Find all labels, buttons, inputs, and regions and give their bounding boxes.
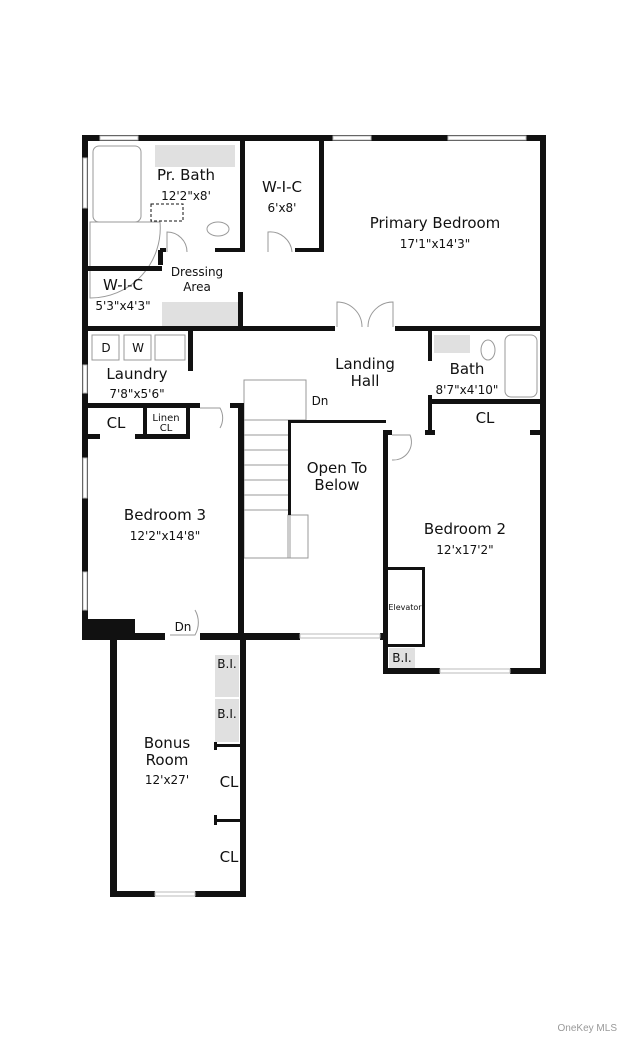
bedroom2-size: 12'x17'2" — [436, 543, 493, 557]
dryer-label: D — [101, 341, 110, 355]
bath-size: 8'7"x4'10" — [436, 383, 499, 397]
bi-2-label: B.I. — [217, 707, 236, 721]
bonus-room-size: 12'x27' — [145, 773, 189, 787]
pr-bath-size: 12'2"x8' — [161, 189, 211, 203]
corner-shower — [89, 221, 161, 299]
laundry-size: 7'8"x5'6" — [109, 387, 164, 401]
stair-landing-top — [243, 379, 307, 421]
bathtub — [92, 145, 142, 223]
wic-top-size: 6'x8' — [268, 201, 297, 215]
dryer — [91, 334, 120, 361]
toilet-icon — [206, 221, 230, 237]
wic-top-label: W-I-C — [262, 178, 302, 196]
walls — [82, 135, 546, 897]
cl-bonus1-label: CL — [220, 773, 239, 791]
bedroom3-label: Bedroom 3 — [124, 506, 206, 524]
dressing-area-label-2: Area — [183, 280, 211, 294]
open-to-below-label-1: Open To — [307, 459, 368, 477]
bi-bedroom2-label: B.I. — [392, 651, 411, 665]
pr-bath-label: Pr. Bath — [157, 166, 215, 184]
stairs-dn-label: Dn — [312, 394, 329, 408]
toilet-icon-bath — [480, 339, 496, 361]
wic-small-label: W-I-C — [103, 276, 143, 294]
primary-bedroom-size: 17'1"x14'3" — [400, 237, 471, 251]
cl-bonus2-label: CL — [220, 848, 239, 866]
open-to-below-label-2: Below — [314, 476, 359, 494]
built-in-bedroom2 — [389, 648, 415, 668]
stairs-dn2-label: Dn — [175, 620, 192, 634]
linen-cl-label-1: Linen — [152, 413, 179, 424]
double-vanity — [155, 145, 235, 167]
built-in-2 — [215, 699, 239, 742]
landing-hall-label-2: Hall — [351, 372, 380, 390]
vent — [150, 203, 184, 222]
bedroom2-label: Bedroom 2 — [424, 520, 506, 538]
dressing-area-label-1: Dressing — [171, 265, 223, 279]
bonus-room-label-1: Bonus — [144, 734, 190, 752]
windows — [82, 135, 527, 897]
laundry-sink — [154, 334, 186, 361]
washer-label: W — [132, 341, 144, 355]
wic-small-size: 5'3"x4'3" — [95, 299, 150, 313]
bath-label: Bath — [450, 360, 485, 378]
stairs — [243, 419, 309, 559]
bi-1-label: B.I. — [217, 657, 236, 671]
cl-right-label: CL — [476, 409, 495, 427]
built-in-1 — [215, 655, 239, 697]
dressing-counter — [162, 302, 239, 327]
laundry-label: Laundry — [106, 365, 167, 383]
cl-left-label: CL — [107, 414, 126, 432]
bathtub-bath — [504, 334, 538, 398]
linen-cl-label-2: CL — [160, 423, 173, 434]
bath-sink — [434, 335, 470, 353]
doors — [166, 231, 412, 636]
washer — [123, 334, 152, 361]
watermark: OneKey MLS — [557, 1023, 617, 1034]
bonus-room-label-2: Room — [146, 751, 189, 769]
bedroom3-size: 12'2"x14'8" — [130, 529, 201, 543]
elevator-label: Elevator — [388, 603, 422, 612]
primary-bedroom-label: Primary Bedroom — [370, 214, 501, 232]
landing-hall-label-1: Landing — [335, 355, 395, 373]
